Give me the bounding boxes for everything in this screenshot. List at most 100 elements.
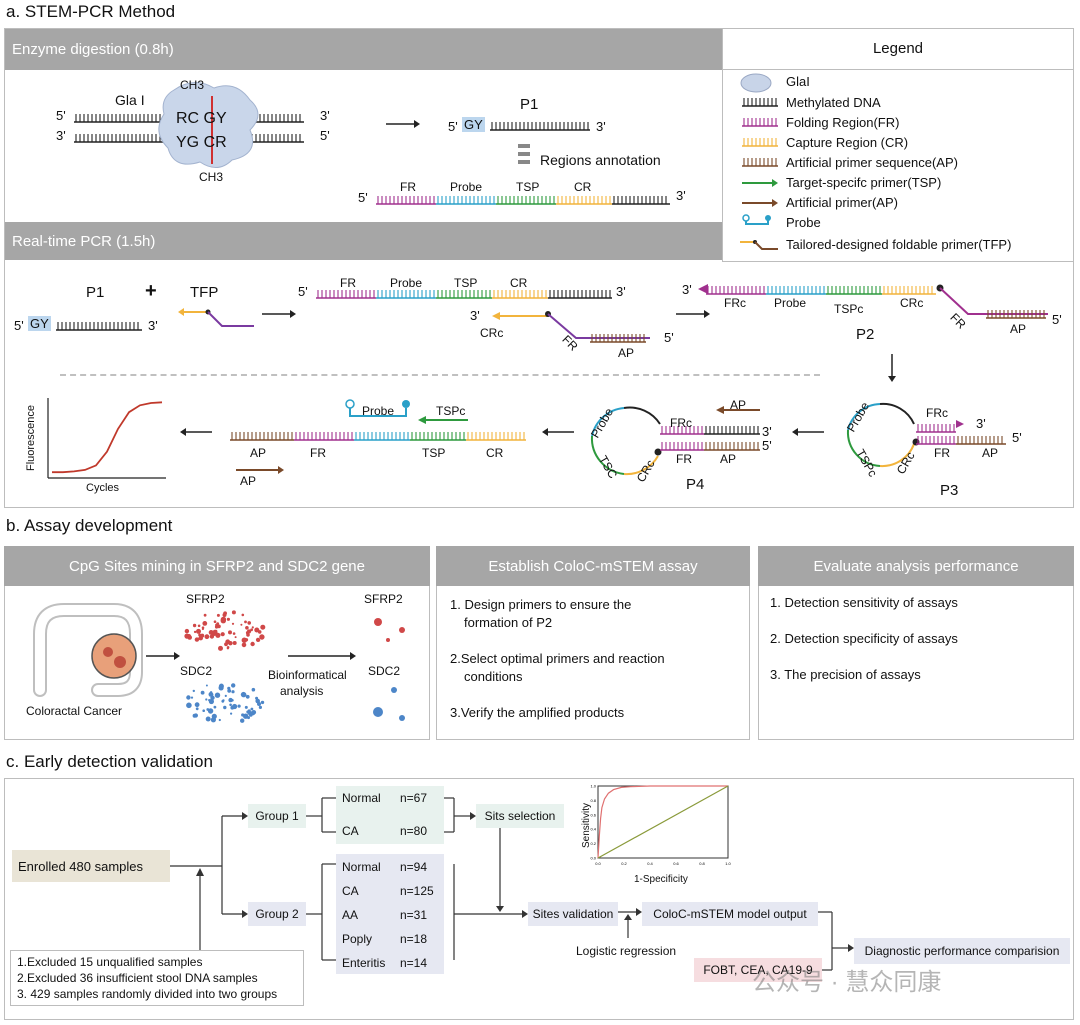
dots-blue-dot [218, 718, 221, 722]
pcr1-3p: 3' [616, 284, 626, 299]
dots-red-dot [196, 628, 201, 634]
cycles-label: Cycles [86, 482, 120, 494]
pcr1-5p: 5' [298, 284, 308, 299]
ch3-top-label: CH3 [180, 78, 205, 92]
annotated-strand [376, 196, 670, 205]
roc-ytick-2: 0.4 [590, 827, 596, 832]
bioinfo-label-1: Bioinformatical [268, 668, 347, 682]
dots-blue-dot [208, 692, 214, 697]
col2-step-1a: 1. Design primers to ensure the [450, 597, 632, 612]
final-fr: FR [310, 446, 326, 460]
dots-red-dot [228, 630, 232, 635]
plus-sign: + [145, 280, 157, 302]
rc-gy-label: RC GY [176, 110, 227, 127]
dots-red-dot [218, 645, 223, 651]
p2-frc: FRc [724, 296, 746, 310]
g2-row0-name: Normal [342, 860, 381, 874]
p4-frc: FRc [670, 416, 692, 430]
dots-red-dot [259, 634, 265, 640]
dots-blue-dot [228, 697, 233, 703]
dots-red-dot [204, 634, 210, 640]
dashed-separator [60, 374, 820, 376]
p4-label: P4 [686, 476, 705, 493]
dots-blue-dot [247, 716, 250, 720]
roc-series-line-0 [597, 785, 728, 859]
legend-label-2: Folding Region(FR) [786, 115, 900, 130]
dots-blue-dot [205, 684, 208, 687]
group1-node: Group 1 [248, 804, 306, 828]
g1-row0-n: n=67 [400, 791, 428, 805]
dots-blue-dot [186, 702, 192, 709]
dots-red-dot [226, 647, 230, 650]
final-tspc: TSPc [436, 404, 466, 418]
p2-ap: AP [1010, 322, 1027, 336]
dots-red-dot [256, 628, 259, 632]
dots-blue-dot [250, 707, 254, 711]
ann-tsp: TSP [516, 180, 540, 194]
pcr1-ap: AP [618, 346, 635, 360]
p1-3p: 3' [596, 119, 606, 134]
enzyme-digestion-diagram [74, 82, 304, 168]
dots-blue-dot [208, 699, 211, 702]
dots-blue-dot [186, 695, 191, 700]
dots-red-dot [193, 630, 197, 634]
legend-label-8: Tailored-designed foldable primer(TFP) [786, 237, 1012, 252]
col2-step-1b: formation of P2 [464, 615, 553, 630]
dots-red-dot [241, 613, 245, 617]
p2-probe: Probe [774, 296, 807, 310]
dots-blue-dot [245, 714, 248, 717]
dna-5p-top: 5' [56, 108, 66, 123]
dots-blue-dot [223, 705, 227, 710]
dna-5p-bottom: 5' [320, 128, 330, 143]
dots-blue-dot [230, 712, 233, 715]
p2-5p: 5' [1052, 312, 1062, 327]
dots-red-dot [245, 626, 249, 630]
dots-red-dot [250, 641, 255, 647]
dots-red-dot [240, 623, 243, 626]
dots-red-dot [214, 625, 219, 629]
dots-red-dot [197, 624, 201, 628]
dna-3p-bottom: 3' [56, 128, 66, 143]
col2-step-3: 3.Verify the amplified products [450, 705, 625, 720]
g2-row4-n: n=14 [400, 956, 428, 970]
dots-blue-dot [205, 698, 208, 701]
p2-label: P2 [856, 326, 875, 343]
arrow-left-icon [180, 428, 212, 436]
ann-fr: FR [400, 180, 416, 194]
dots-blue-dot [195, 707, 199, 711]
tfp-label: TFP [190, 284, 219, 301]
section-a-title: a. STEM-PCR Method [6, 2, 176, 21]
g2-row3-name: Poply [342, 932, 373, 946]
dots-blue-dot [205, 716, 211, 722]
pcr1-ap-5p: 5' [664, 330, 674, 345]
dots-red-dot [225, 639, 231, 645]
roc-ytick-3: 0.6 [590, 812, 596, 817]
dots-blue-dot [190, 696, 194, 699]
dots-red-dot [226, 617, 230, 621]
roc-ytick-1: 0.2 [590, 841, 596, 846]
g1-row0-name: Normal [342, 791, 381, 805]
dots-blue-dot [227, 689, 232, 693]
roc-xtick-3: 0.6 [673, 861, 679, 866]
dots-blue-dot [224, 694, 227, 697]
final-ap: AP [250, 446, 267, 460]
g2-row0-n: n=94 [400, 860, 428, 874]
capture-region-icon [742, 138, 778, 147]
dots-red-dot [231, 610, 236, 615]
final-cr: CR [486, 446, 504, 460]
arrow-left-icon-3 [792, 428, 824, 436]
dots-red-dot [223, 611, 227, 616]
col3-step-3: 3. The precision of assays [770, 667, 921, 682]
dots-red-dot [246, 633, 250, 637]
diagnostic-node: Diagnostic performance comparision [854, 938, 1070, 964]
dots-red-dot [198, 635, 203, 641]
group1-list: Normal n=67 CA n=80 [336, 786, 444, 844]
gy-highlight: GY [462, 117, 485, 132]
dots-blue-dot [231, 683, 236, 688]
sdc2-selected-dots [373, 687, 405, 721]
dots-blue-dot [245, 694, 250, 699]
dots-blue-dot [244, 705, 248, 709]
exclusion-box: 1.Excluded 15 unqualified samples 2.Excl… [10, 950, 304, 1006]
dots-red-dot [232, 641, 237, 645]
p4-structure [590, 406, 760, 476]
